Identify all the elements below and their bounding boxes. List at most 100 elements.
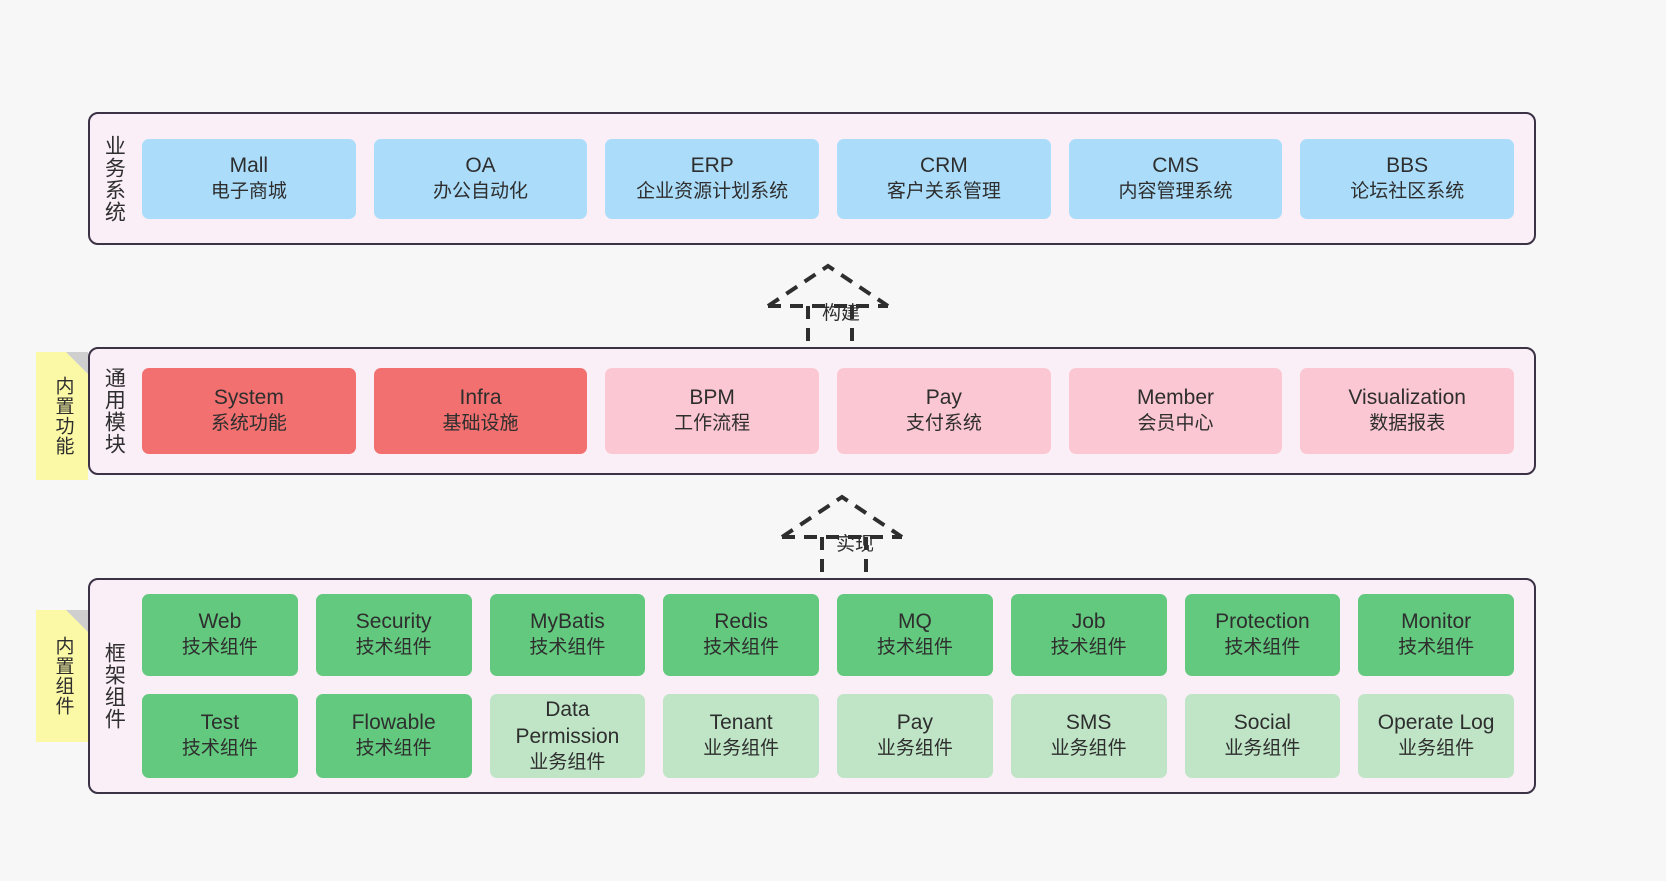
- module-oa-name: OA: [465, 153, 496, 177]
- component-tenant-name: Tenant: [709, 711, 773, 735]
- layer-common-modules-title: 通用模块: [102, 367, 126, 455]
- module-bbs-name: BBS: [1386, 153, 1429, 177]
- module-cms-name: CMS: [1152, 153, 1199, 177]
- component-mq-name: MQ: [897, 610, 932, 634]
- layer-framework-components-body: Web 技术组件 Security 技术组件 MyBatis 技术组件 Redi…: [136, 580, 1534, 792]
- component-security[interactable]: Security 技术组件: [315, 594, 472, 676]
- module-crm-desc: 客户关系管理: [886, 180, 1001, 202]
- component-test[interactable]: Test 技术组件: [142, 694, 298, 778]
- component-sms[interactable]: SMS 业务组件: [1010, 694, 1167, 778]
- layer-framework-components-title: 框架组件: [102, 642, 126, 730]
- component-web-name: Web: [198, 610, 242, 634]
- framework-components-row-business: Test 技术组件 Flowable 技术组件 Data Permission …: [142, 694, 1514, 778]
- connector-implement-label: 实现: [836, 534, 875, 555]
- module-mall[interactable]: Mall 电子商城: [142, 138, 356, 219]
- component-redis[interactable]: Redis 技术组件: [663, 594, 819, 676]
- layer-business-systems-title: 业务系统: [102, 134, 126, 223]
- component-flowable-name: Flowable: [351, 711, 436, 735]
- module-infra-desc: 基础设施: [442, 413, 519, 435]
- module-bbs[interactable]: BBS 论坛社区系统: [1300, 138, 1515, 219]
- module-oa[interactable]: OA 办公自动化: [373, 138, 588, 219]
- component-job-name: Job: [1071, 610, 1106, 634]
- component-job-desc: 技术组件: [1050, 637, 1127, 659]
- module-visualization-desc: 数据报表: [1369, 413, 1446, 435]
- component-mq[interactable]: MQ 技术组件: [837, 594, 993, 676]
- component-tenant[interactable]: Tenant 业务组件: [663, 694, 819, 778]
- component-redis-name: Redis: [714, 610, 768, 634]
- component-monitor[interactable]: Monitor 技术组件: [1358, 594, 1514, 676]
- component-social-desc: 业务组件: [1224, 738, 1301, 760]
- component-social-name: Social: [1233, 711, 1291, 735]
- module-mall-name: Mall: [229, 153, 269, 177]
- note-builtin-features: 内置功能: [36, 352, 88, 480]
- component-security-desc: 技术组件: [355, 637, 432, 659]
- note-builtin-components-label: 内置组件: [52, 636, 74, 716]
- module-system-desc: 系统功能: [210, 413, 287, 435]
- note-builtin-features-label: 内置功能: [52, 376, 74, 456]
- component-mq-desc: 技术组件: [876, 637, 953, 659]
- component-test-desc: 技术组件: [181, 738, 258, 760]
- component-operate-log-name: Operate Log: [1377, 711, 1495, 735]
- module-member[interactable]: Member 会员中心: [1068, 368, 1283, 454]
- module-pay[interactable]: Pay 支付系统: [837, 368, 1051, 454]
- connector-build: 构建: [752, 258, 912, 350]
- component-protection[interactable]: Protection 技术组件: [1184, 594, 1341, 676]
- note-fold-corner-icon: [66, 610, 88, 632]
- component-monitor-name: Monitor: [1401, 610, 1472, 634]
- module-erp[interactable]: ERP 企业资源计划系统: [605, 138, 820, 219]
- component-sms-desc: 业务组件: [1050, 738, 1127, 760]
- component-web[interactable]: Web 技术组件: [142, 594, 298, 676]
- component-operate-log[interactable]: Operate Log 业务组件: [1358, 694, 1514, 778]
- component-redis-desc: 技术组件: [703, 637, 780, 659]
- component-monitor-desc: 技术组件: [1398, 637, 1475, 659]
- component-mybatis-name: MyBatis: [530, 610, 605, 634]
- component-pay[interactable]: Pay 业务组件: [837, 694, 993, 778]
- module-member-name: Member: [1137, 386, 1215, 410]
- framework-components-row-technical: Web 技术组件 Security 技术组件 MyBatis 技术组件 Redi…: [142, 594, 1514, 676]
- component-pay-desc: 业务组件: [876, 738, 953, 760]
- component-job[interactable]: Job 技术组件: [1010, 594, 1167, 676]
- module-member-desc: 会员中心: [1137, 413, 1214, 435]
- component-mybatis-desc: 技术组件: [529, 637, 606, 659]
- module-visualization[interactable]: Visualization 数据报表: [1300, 368, 1515, 454]
- component-data-permission-name: Data Permission: [515, 697, 620, 748]
- module-infra[interactable]: Infra 基础设施: [373, 368, 588, 454]
- module-cms[interactable]: CMS 内容管理系统: [1068, 138, 1283, 219]
- component-sms-name: SMS: [1065, 711, 1112, 735]
- module-crm[interactable]: CRM 客户关系管理: [837, 138, 1051, 219]
- component-flowable-desc: 技术组件: [355, 738, 432, 760]
- business-systems-row: Mall 电子商城 OA 办公自动化 ERP 企业资源计划系统 CRM 客户关系…: [142, 138, 1515, 219]
- component-mybatis[interactable]: MyBatis 技术组件: [489, 594, 646, 676]
- component-flowable[interactable]: Flowable 技术组件: [315, 694, 472, 778]
- layer-business-systems: 业务系统 Mall 电子商城 OA 办公自动化 ERP 企业资源计划系统 CRM…: [88, 112, 1536, 245]
- module-crm-name: CRM: [919, 153, 968, 177]
- module-cms-desc: 内容管理系统: [1118, 180, 1233, 202]
- component-data-permission-desc: 业务组件: [529, 751, 606, 773]
- module-erp-desc: 企业资源计划系统: [636, 180, 789, 202]
- module-mall-desc: 电子商城: [210, 180, 287, 202]
- module-erp-name: ERP: [690, 153, 734, 177]
- note-fold-corner-icon: [66, 352, 88, 374]
- component-protection-name: Protection: [1215, 610, 1310, 634]
- layer-common-modules-body: System 系统功能 Infra 基础设施 BPM 工作流程 Pay 支付系统…: [136, 349, 1534, 473]
- connector-build-label: 构建: [822, 303, 861, 324]
- component-security-name: Security: [355, 610, 432, 634]
- module-bpm[interactable]: BPM 工作流程: [605, 368, 820, 454]
- module-oa-desc: 办公自动化: [433, 180, 529, 202]
- component-test-name: Test: [200, 711, 240, 735]
- module-system[interactable]: System 系统功能: [142, 368, 356, 454]
- layer-framework-components: 框架组件 Web 技术组件 Security 技术组件 MyBatis 技术组件…: [88, 578, 1536, 794]
- common-modules-row: System 系统功能 Infra 基础设施 BPM 工作流程 Pay 支付系统…: [142, 368, 1515, 454]
- layer-business-systems-body: Mall 电子商城 OA 办公自动化 ERP 企业资源计划系统 CRM 客户关系…: [136, 114, 1534, 243]
- component-tenant-desc: 业务组件: [703, 738, 780, 760]
- note-builtin-components: 内置组件: [36, 610, 88, 742]
- module-pay-name: Pay: [925, 386, 962, 410]
- component-social[interactable]: Social 业务组件: [1184, 694, 1341, 778]
- component-protection-desc: 技术组件: [1224, 637, 1301, 659]
- module-bpm-desc: 工作流程: [674, 413, 751, 435]
- layer-common-modules: 通用模块 System 系统功能 Infra 基础设施 BPM 工作流程 Pay…: [88, 347, 1536, 475]
- module-infra-name: Infra: [459, 386, 502, 410]
- module-pay-desc: 支付系统: [905, 413, 982, 435]
- component-data-permission[interactable]: Data Permission 业务组件: [489, 694, 646, 778]
